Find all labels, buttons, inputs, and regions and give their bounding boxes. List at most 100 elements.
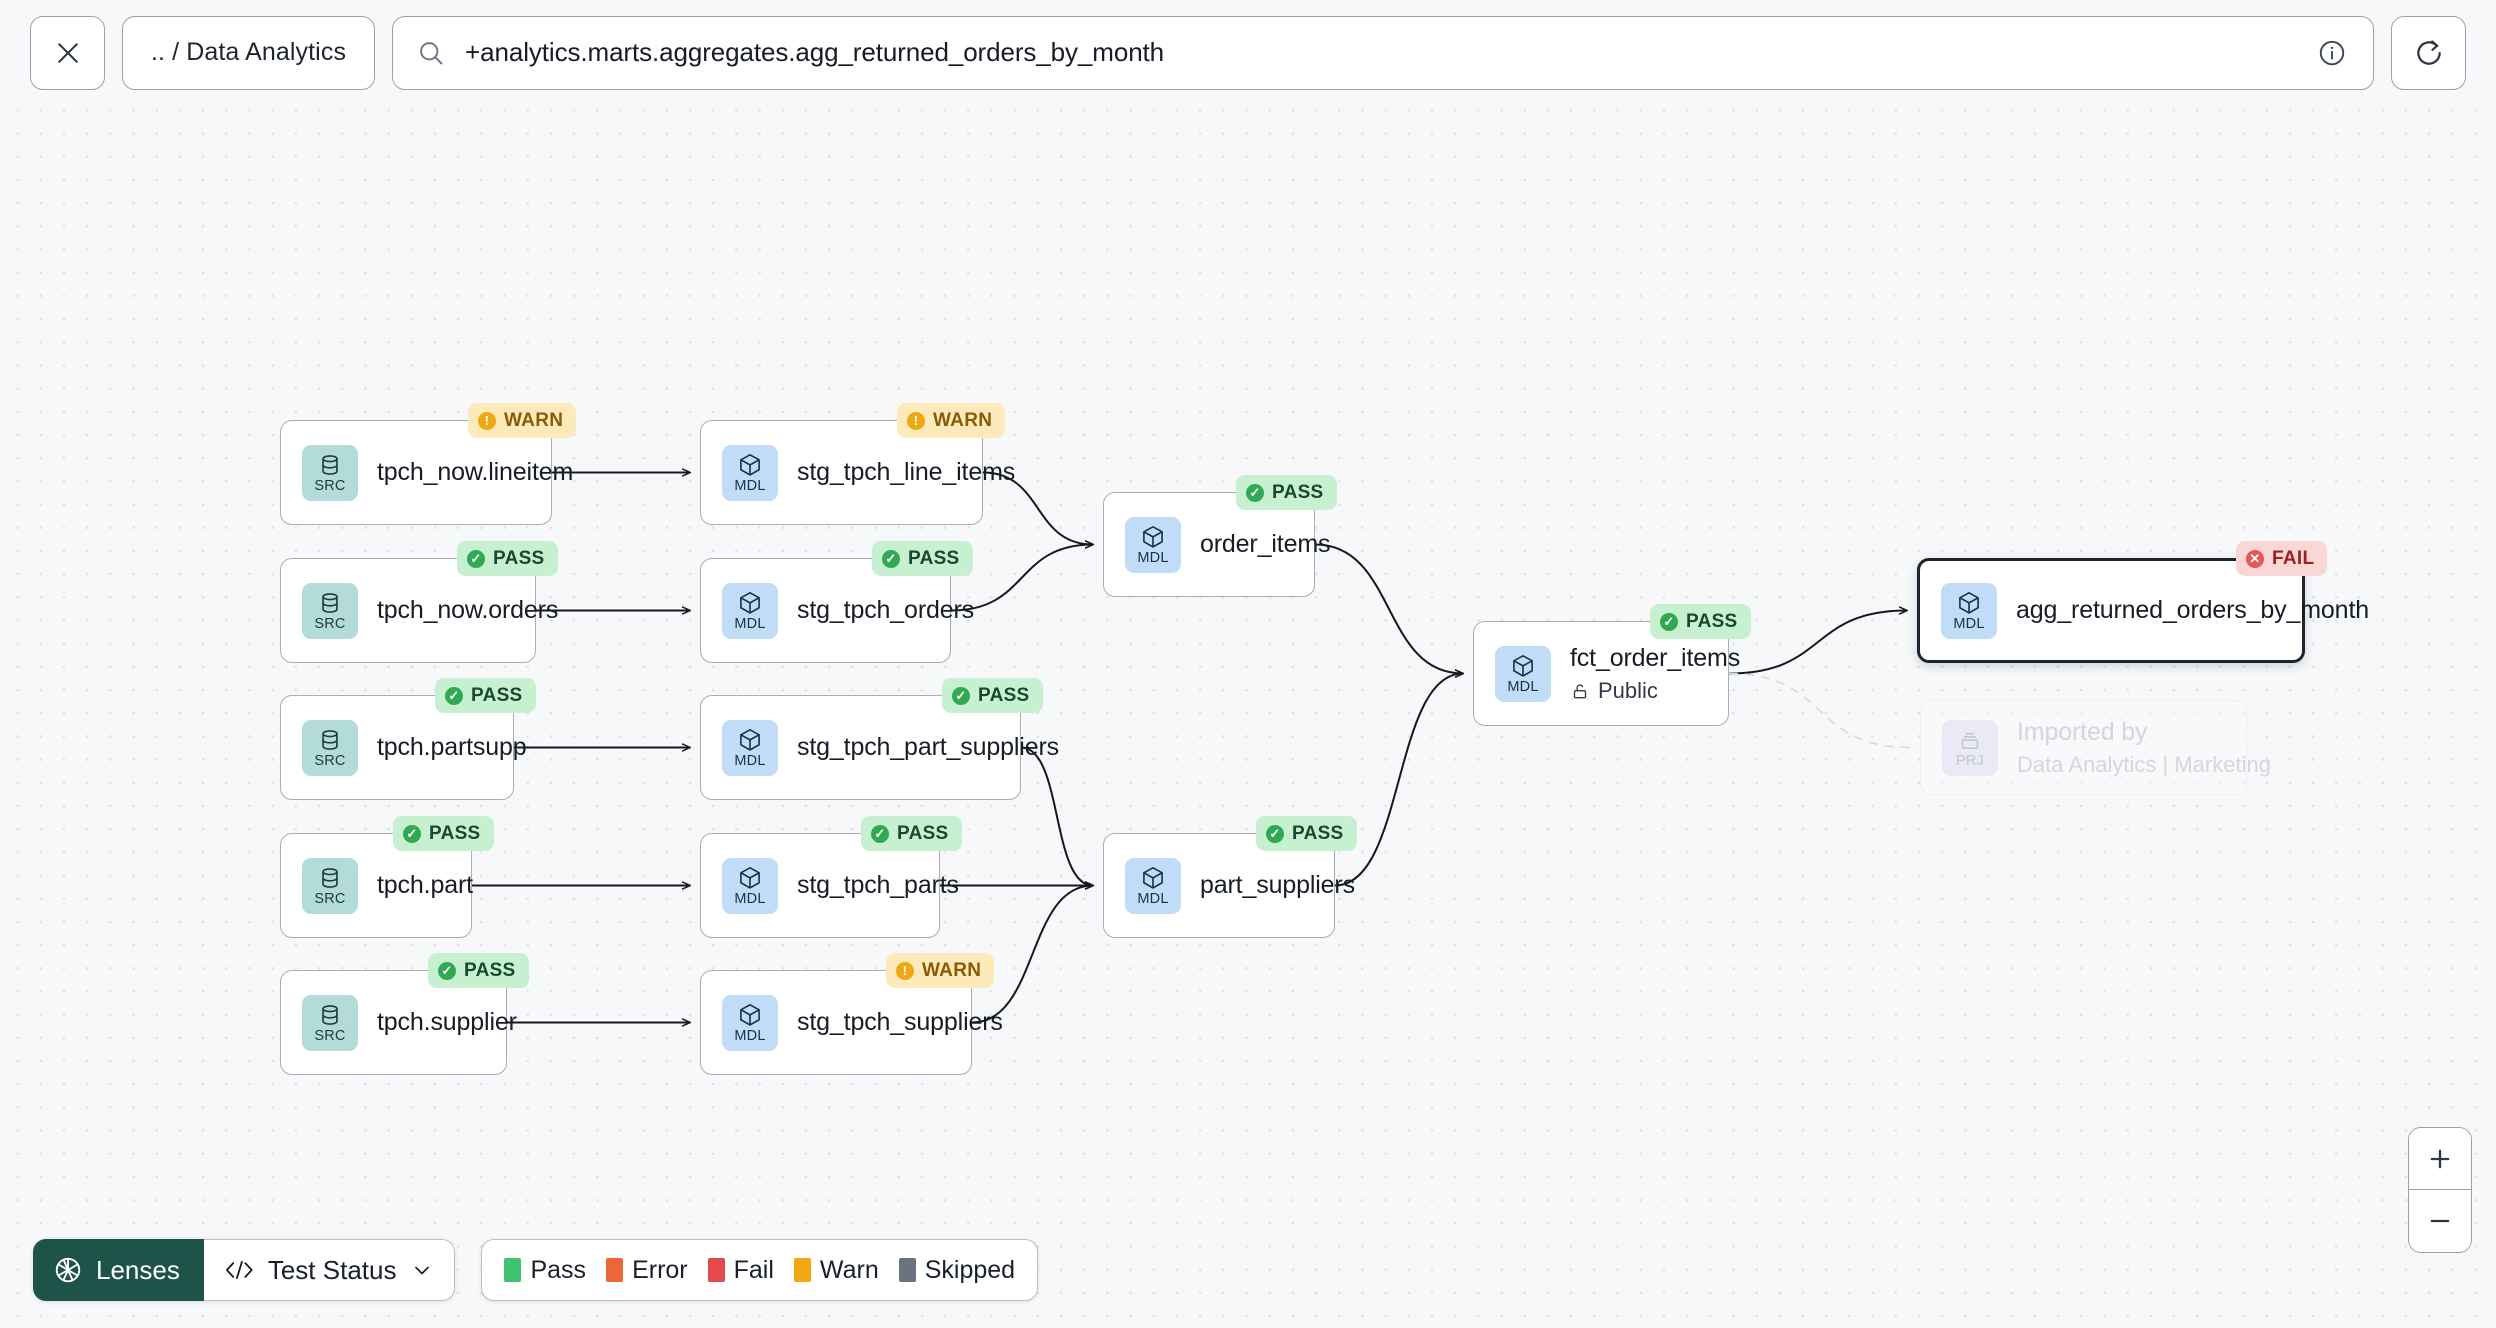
node-subtitle-label: Public [1598, 677, 1658, 703]
legend-swatch [898, 1258, 916, 1282]
node-body: tpch_now.lineitem [377, 458, 573, 487]
node-type-label: MDL [1137, 890, 1169, 907]
legend-item-fail[interactable]: Fail [707, 1256, 774, 1285]
status-label: WARN [922, 959, 982, 981]
info-icon[interactable] [2317, 38, 2347, 68]
status-badge-warn[interactable]: !WARN [886, 953, 995, 988]
close-button[interactable] [30, 15, 105, 90]
node-body: tpch.supplier [377, 1008, 517, 1037]
legend-item-skipped[interactable]: Skipped [898, 1255, 1016, 1285]
node-type-chip-src: SRC [302, 582, 358, 639]
node-subtitle: Data Analytics | Marketing [2017, 752, 2271, 778]
status-dot: ✓ [403, 824, 421, 843]
status-badge-fail[interactable]: ✕FAIL [2236, 541, 2328, 576]
legend-item-error[interactable]: Error [606, 1256, 688, 1285]
test-status-dropdown[interactable]: Test Status [203, 1239, 456, 1301]
status-label: FAIL [2272, 547, 2315, 569]
edge-part_suppliers-to-fct_order_items [1334, 674, 1463, 887]
node-title: part_suppliers [1200, 871, 1355, 899]
legend-swatch [707, 1258, 725, 1282]
node-body: agg_returned_orders_by_month [2016, 596, 2369, 625]
plus-icon [2430, 1149, 2450, 1168]
node-title: agg_returned_orders_by_month [2016, 596, 2369, 624]
status-label: WARN [504, 409, 564, 431]
graph-node-agg_returned_orders_by_month[interactable]: MDL agg_returned_orders_by_month [1917, 558, 2369, 663]
node-type-chip-mdl: MDL [722, 994, 778, 1051]
status-label: PASS [464, 959, 516, 981]
legend-label: Pass [530, 1255, 587, 1284]
node-type-chip-mdl: MDL [722, 444, 778, 501]
status-badge-pass[interactable]: ✓PASS [872, 541, 973, 576]
edge-order_items-to-fct_order_items [1314, 543, 1463, 674]
zoom-controls [2408, 1127, 2472, 1253]
cube-icon [740, 591, 760, 614]
node-type-chip-mdl: MDL [722, 857, 778, 914]
node-subtitle-label: Data Analytics | Marketing [2017, 751, 2271, 777]
status-dot: ✓ [882, 549, 900, 568]
lenses-button[interactable]: Lenses [33, 1239, 204, 1301]
status-dot: ✓ [952, 686, 970, 705]
status-badge-pass[interactable]: ✓PASS [1236, 475, 1337, 510]
cube-icon [740, 1003, 760, 1026]
node-type-label: MDL [734, 477, 766, 494]
lenses-group: Lenses Test Status [33, 1239, 456, 1301]
node-title: order_items [1200, 530, 1331, 558]
test-status-label: Test Status [267, 1254, 397, 1285]
search-input[interactable]: +analytics.marts.aggregates.agg_returned… [465, 37, 1165, 67]
status-badge-pass[interactable]: ✓PASS [435, 678, 536, 713]
unlock-icon [1573, 683, 1587, 698]
cube-icon [740, 866, 760, 889]
node-type-label: SRC [314, 615, 346, 632]
node-type-label: MDL [1953, 615, 1985, 632]
node-subtitle: Public [1570, 678, 1740, 704]
node-type-chip-mdl: MDL [1495, 645, 1551, 702]
graph-node-imported_by_project[interactable]: PRJ Imported by Data Analytics | Marketi… [1920, 700, 2271, 795]
refresh-button[interactable] [2391, 15, 2466, 90]
status-legend: Pass Error Fail Warn Skipped [481, 1239, 1039, 1301]
node-title: tpch.partsupp [377, 733, 527, 761]
node-title: stg_tpch_parts [797, 871, 959, 899]
edge-stg_tpch_part_suppliers-to-part_suppliers [1020, 746, 1093, 886]
legend-label: Error [632, 1255, 688, 1284]
status-badge-pass[interactable]: ✓PASS [457, 541, 558, 576]
status-badge-pass[interactable]: ✓ PASS [428, 953, 529, 988]
graph-node-stg_tpch_parts[interactable]: MDL stg_tpch_parts [700, 833, 959, 938]
node-body: stg_tpch_line_items [797, 458, 1015, 487]
zoom-out-button[interactable] [2409, 1190, 2471, 1252]
cube-icon [1143, 525, 1163, 548]
node-type-label: MDL [1137, 549, 1169, 566]
legend-item-pass[interactable]: Pass [504, 1256, 586, 1285]
refresh-icon [2416, 39, 2441, 65]
node-body: part_suppliers [1200, 871, 1355, 900]
legend-item-warn[interactable]: Warn [793, 1256, 879, 1285]
status-dot: ✓ [438, 961, 456, 980]
status-badge-pass[interactable]: ✓PASS [1256, 816, 1357, 851]
node-type-chip-prj: PRJ [1942, 719, 1998, 776]
status-label: PASS [897, 822, 949, 844]
cube-icon [1513, 654, 1533, 677]
status-label: PASS [429, 822, 481, 844]
status-badge-pass[interactable]: ✓ PASS [393, 816, 494, 851]
node-type-chip-src: SRC [302, 444, 358, 501]
status-badge-pass[interactable]: ✓PASS [1650, 604, 1751, 639]
node-type-label: SRC [314, 477, 346, 494]
status-badge-warn[interactable]: !WARN [468, 403, 577, 438]
legend-label: Skipped [924, 1255, 1016, 1284]
search-icon [420, 41, 443, 64]
node-title: tpch.part [377, 871, 473, 899]
breadcrumb[interactable]: .. / Data Analytics [122, 15, 376, 90]
database-icon [322, 454, 338, 475]
node-type-chip-src: SRC [302, 857, 358, 914]
zoom-in-button[interactable] [2409, 1128, 2471, 1190]
node-body: fct_order_items Public [1570, 644, 1740, 704]
status-badge-pass[interactable]: ✓PASS [861, 816, 962, 851]
database-icon [322, 592, 338, 613]
status-label: PASS [1686, 610, 1738, 632]
status-badge-warn[interactable]: !WARN [897, 403, 1006, 438]
node-type-label: PRJ [1956, 752, 1984, 769]
node-type-chip-src: SRC [302, 719, 358, 776]
search-bar[interactable]: +analytics.marts.aggregates.agg_returned… [392, 15, 2374, 90]
status-badge-pass[interactable]: ✓PASS [942, 678, 1043, 713]
node-title: tpch.supplier [377, 1008, 517, 1036]
